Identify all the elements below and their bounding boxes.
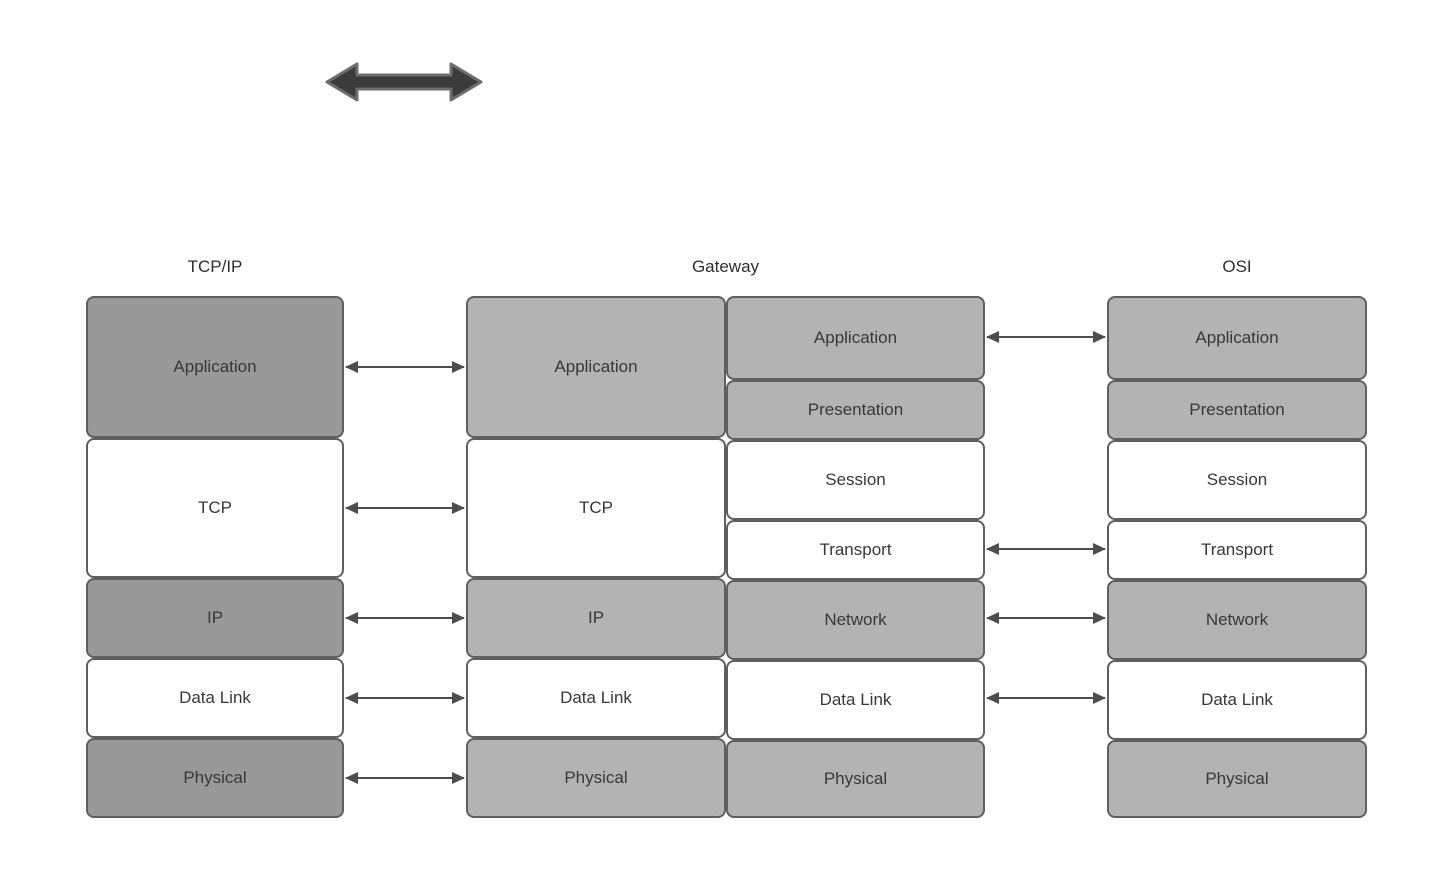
layer-label: Transport <box>819 540 892 559</box>
layer-label: Data Link <box>560 688 632 707</box>
osi-layer-session: Session <box>1107 440 1367 520</box>
tcpip-layer-data-link: Data Link <box>86 658 344 738</box>
layer-label: Physical <box>823 769 888 788</box>
gateway-right-layer-application: Application <box>726 296 985 380</box>
tcpip-column-title: TCP/IP <box>187 257 243 276</box>
layer-label: Network <box>1205 610 1269 629</box>
layer-label: IP <box>206 608 224 627</box>
layer-label: TCP <box>198 498 232 517</box>
osi-column-title: OSI <box>1222 257 1252 276</box>
layer-label: Application <box>554 357 638 376</box>
layer-label: Application <box>1195 328 1279 347</box>
gateway-right-layer-data-link: Data Link <box>726 660 985 740</box>
gateway-left-layer-tcp: TCP <box>466 438 726 578</box>
layer-label: Data Link <box>1201 690 1273 709</box>
layer-label: Physical <box>1205 769 1269 788</box>
gateway-left-layer-ip: IP <box>466 578 726 658</box>
gateway-right-layer-session: Session <box>726 440 985 520</box>
bidirectional-arrow-icon-ip <box>345 612 465 624</box>
layer-label: IP <box>587 608 605 627</box>
layer-label: Presentation <box>1189 400 1285 419</box>
gateway-column-title: Gateway <box>691 257 760 276</box>
layer-label: Application <box>173 357 257 376</box>
bidirectional-arrow-icon-data-link-osi <box>986 692 1106 704</box>
bidirectional-arrow-icon-data-link <box>345 692 465 704</box>
osi-layer-data-link: Data Link <box>1107 660 1367 740</box>
layer-label: Physical <box>564 768 628 787</box>
layer-label: Physical <box>183 768 247 787</box>
bidirectional-arrow-icon-application <box>345 361 465 373</box>
bidirectional-arrow-icon-network-osi <box>986 612 1106 624</box>
layer-label: Data Link <box>819 690 892 709</box>
osi-layer-presentation: Presentation <box>1107 380 1367 440</box>
tcpip-layer-ip: IP <box>86 578 344 658</box>
osi-layer-application: Application <box>1107 296 1367 380</box>
gateway-left-layer-physical: Physical <box>466 738 726 818</box>
osi-layer-network: Network <box>1107 580 1367 660</box>
bidirectional-arrow-icon-application-osi <box>986 331 1106 343</box>
gateway-right-layer-presentation: Presentation <box>726 380 985 440</box>
osi-layer-transport: Transport <box>1107 520 1367 580</box>
gateway-left-layer-data-link: Data Link <box>466 658 726 738</box>
layer-label: Presentation <box>807 400 904 419</box>
tcpip-layer-tcp: TCP <box>86 438 344 578</box>
layer-label: Transport <box>1200 540 1274 559</box>
bidirectional-arrow-icon-transport-osi <box>986 543 1106 555</box>
layer-label: Data Link <box>179 688 251 707</box>
layer-label: Session <box>1206 470 1268 489</box>
layer-label: Session <box>825 470 886 489</box>
double-arrow-icon <box>325 62 483 102</box>
gateway-left-layer-application: Application <box>466 296 726 438</box>
tcpip-layer-physical: Physical <box>86 738 344 818</box>
layer-label: Application <box>813 328 898 347</box>
gateway-right-layer-physical: Physical <box>726 740 985 818</box>
bidirectional-arrow-icon-tcp <box>345 502 465 514</box>
layer-label: TCP <box>579 498 613 517</box>
gateway-right-layer-transport: Transport <box>726 520 985 580</box>
tcpip-layer-application: Application <box>86 296 344 438</box>
gateway-right-layer-network: Network <box>726 580 985 660</box>
layer-label: Network <box>824 610 887 629</box>
bidirectional-arrow-icon-physical <box>345 772 465 784</box>
osi-layer-physical: Physical <box>1107 740 1367 818</box>
